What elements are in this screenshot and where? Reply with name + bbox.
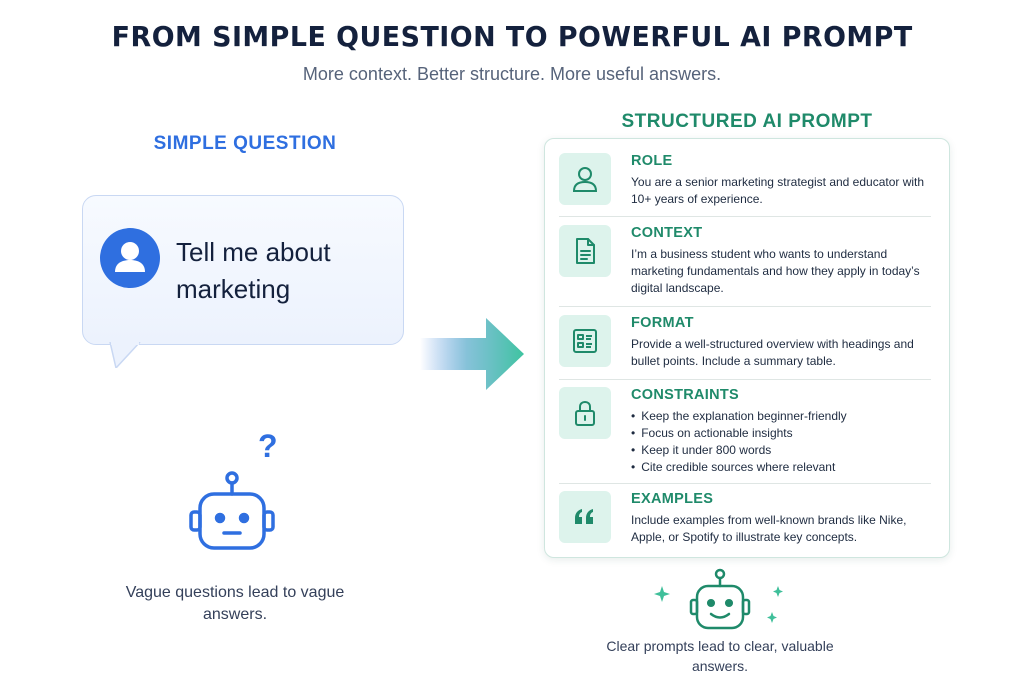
format-icon [573,329,597,353]
list-item: Keep the explanation beginner-friendly [631,408,931,425]
section-text: You are a senior marketing strategist an… [631,175,925,206]
section-text: I’m a business student who wants to unde… [631,247,920,295]
user-avatar [100,228,160,288]
simple-question-heading: SIMPLE QUESTION [153,133,337,154]
section-title: CONSTRAINTS [631,387,740,403]
section-examples: EXAMPLES Include examples from well-know… [559,491,935,551]
structured-prompt-heading: STRUCTURED AI PROMPT [621,111,873,132]
question-mark: ? [258,428,278,464]
document-icon-box [559,225,611,277]
section-role: ROLE You are a senior marketing strategi… [559,153,935,219]
section-format: FORMAT Provide a well-structured overvie… [559,315,935,381]
constraints-list: Keep the explanation beginner-friendly F… [631,408,931,476]
section-constraints: CONSTRAINTS Keep the explanation beginne… [559,387,935,482]
page-title: FROM SIMPLE QUESTION TO POWERFUL AI PROM… [111,20,913,53]
section-text: Provide a well-structured overview with … [631,337,914,368]
quote-icon [575,509,593,524]
clear-caption: Clear prompts lead to clear, valuable an… [606,638,834,674]
happy-robot-icon [654,568,783,630]
structured-prompt-card: ROLE You are a senior marketing strategi… [544,138,950,558]
format-icon-box [559,315,611,367]
list-item: Focus on actionable insights [631,425,931,442]
transform-arrow-icon [420,318,524,390]
document-icon [576,238,595,264]
section-text: Include examples from well-known brands … [631,513,907,544]
section-context: CONTEXT I’m a business student who wants… [559,225,935,307]
section-title: EXAMPLES [631,491,714,507]
lock-icon [575,401,595,426]
lock-icon-box [559,387,611,439]
section-title: ROLE [631,153,673,169]
list-item: Cite credible sources where relevant [631,459,931,476]
bubble-question-text: Tell me about marketing [176,237,331,304]
vague-caption: Vague questions lead to vague answers. [125,584,345,623]
section-title: CONTEXT [631,225,703,241]
section-title: FORMAT [631,315,694,331]
divider [559,379,931,380]
user-icon [115,242,145,272]
divider [559,306,931,307]
quote-icon-box [559,491,611,543]
divider [559,483,931,484]
list-item: Keep it under 800 words [631,442,931,459]
user-icon-box [559,153,611,205]
chat-bubble-tail [109,342,141,368]
divider [559,216,931,217]
user-icon [572,167,598,192]
confused-robot-icon [189,471,275,550]
page-subtitle: More context. Better structure. More use… [302,64,722,84]
